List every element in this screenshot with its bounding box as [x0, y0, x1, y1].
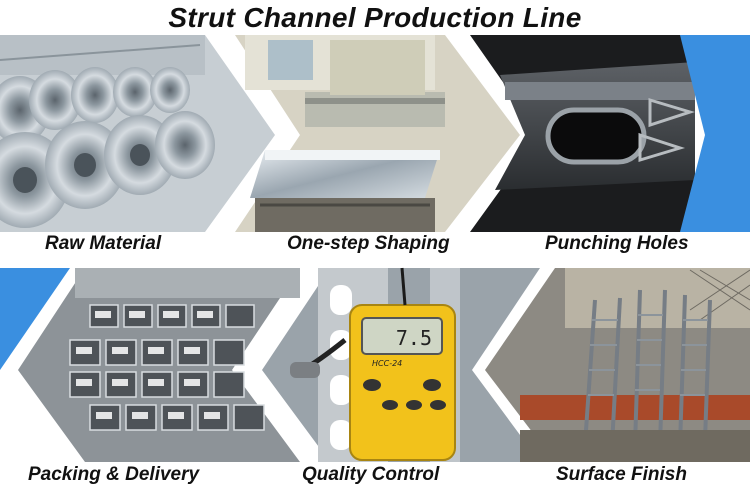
step-label-one-step-shaping: One-step Shaping	[287, 233, 450, 254]
page-title: Strut Channel Production Line	[168, 2, 582, 33]
step-label-surface-finish: Surface Finish	[556, 464, 687, 485]
meter-model: HCC-24	[372, 359, 402, 368]
meter-screen	[361, 317, 443, 355]
step-label-packing-delivery: Packing & Delivery	[28, 464, 200, 485]
step-label-quality-control: Quality Control	[302, 464, 440, 485]
shaping-photo	[235, 35, 520, 232]
packing-delivery-photo	[18, 268, 300, 462]
step-label-raw-material: Raw Material	[45, 233, 162, 254]
step-label-punching-holes: Punching Holes	[545, 233, 689, 254]
surface-finish-photo	[485, 268, 750, 462]
flow-arrow-bottom-left	[0, 268, 70, 370]
raw-material-photo	[0, 35, 275, 232]
meter-reading: 7.5	[396, 326, 432, 350]
quality-control-photo: 7.5 HCC-24	[262, 267, 540, 462]
punching-holes-photo	[470, 35, 696, 232]
flow-arrow-top-right	[680, 35, 750, 232]
